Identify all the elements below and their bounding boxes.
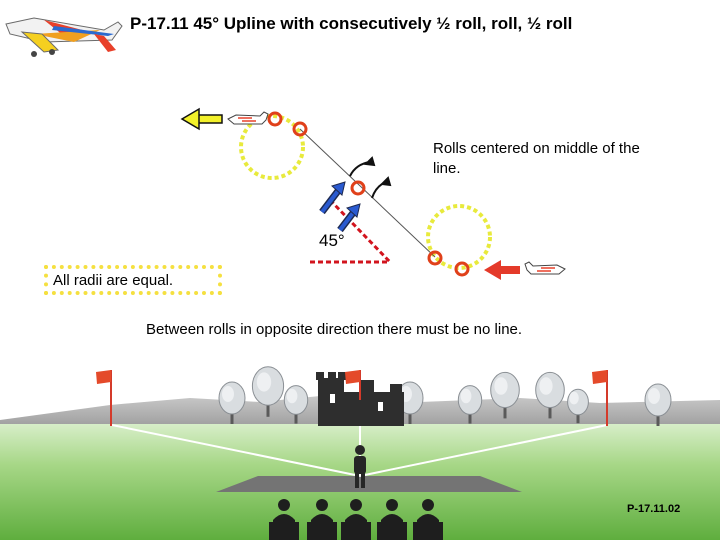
bottom-loop [426,204,492,270]
roll-marker [350,180,366,196]
roll-arrow-icon [319,181,346,215]
tree-icon [535,371,565,419]
figure-title: P-17.11 45° Upline with consecutively ½ … [130,14,573,33]
trees [218,366,672,426]
flag-icon [345,370,361,400]
sight-line-left [111,424,361,477]
tree-icon [283,385,309,424]
airplane-icon [227,111,269,125]
exit-arrow-icon [180,107,223,131]
top-loop [239,114,305,180]
tree-icon [457,385,483,424]
airplane-icon [524,261,566,275]
pilot-icon [354,445,366,488]
tree-icon [490,371,520,419]
roll-markers [267,111,470,277]
flag-icon [96,370,112,426]
note-rolls-centered: Rolls centered on middle of the line. [433,140,640,177]
roll-marker [292,121,308,137]
sight-line-right [359,424,608,477]
judge-icon [269,499,299,540]
judges [269,499,443,540]
note-radii-equal: All radii are equal. [44,265,222,295]
judge-icon [377,499,407,540]
tree-icon [644,383,672,426]
judge-icon [413,499,443,540]
angle-reference [328,198,392,264]
note-between-rolls: Between rolls in opposite direction ther… [146,321,523,338]
roll-marker [454,261,470,277]
upline [299,128,436,258]
roll-marker [427,250,443,266]
entry-arrow-icon [484,260,520,280]
runway [216,476,522,492]
rotation-arrow-icon [349,156,392,199]
model-airplane-icon [5,17,123,57]
landscape [0,380,720,540]
judge-icon [341,499,371,540]
castle-icon [316,372,404,426]
roll-arrow-icon [337,203,361,233]
tree-icon [218,381,246,424]
flag-icon [592,370,608,426]
figure-code: P-17.11.02 [627,503,681,515]
flight-path [239,114,492,270]
judge-icon [307,499,337,540]
angle-label: 45° [319,231,345,250]
tree-icon [251,366,285,417]
tree-icon [567,388,589,424]
roll-marker [267,111,283,127]
